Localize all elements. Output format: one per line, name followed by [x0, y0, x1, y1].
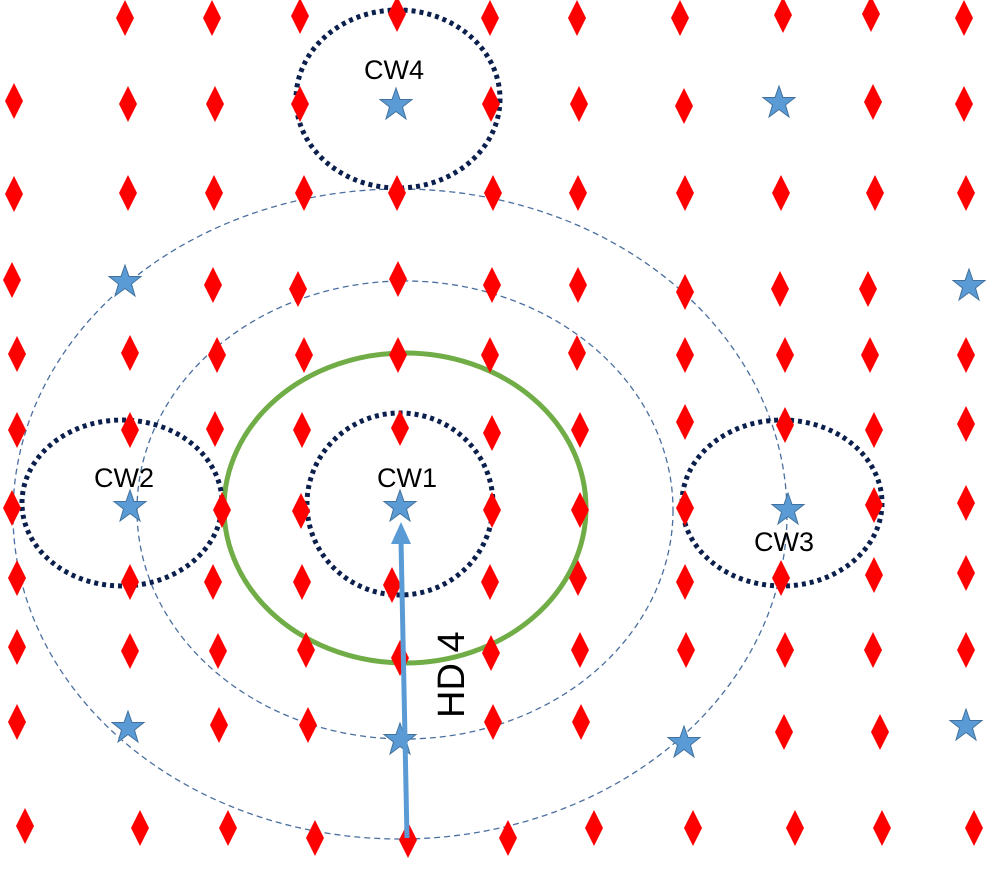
cw2-label: CW2 [94, 463, 154, 493]
cw1-label: CW1 [377, 463, 437, 493]
cw4-label: CW4 [364, 55, 424, 85]
cluster-head-stars [108, 85, 986, 758]
hd-arrow [391, 522, 411, 839]
cw3-label: CW3 [754, 527, 814, 557]
hd-label: HD 4 [431, 631, 473, 718]
sensor-nodes [3, 0, 983, 858]
cw3-ring [679, 417, 885, 589]
